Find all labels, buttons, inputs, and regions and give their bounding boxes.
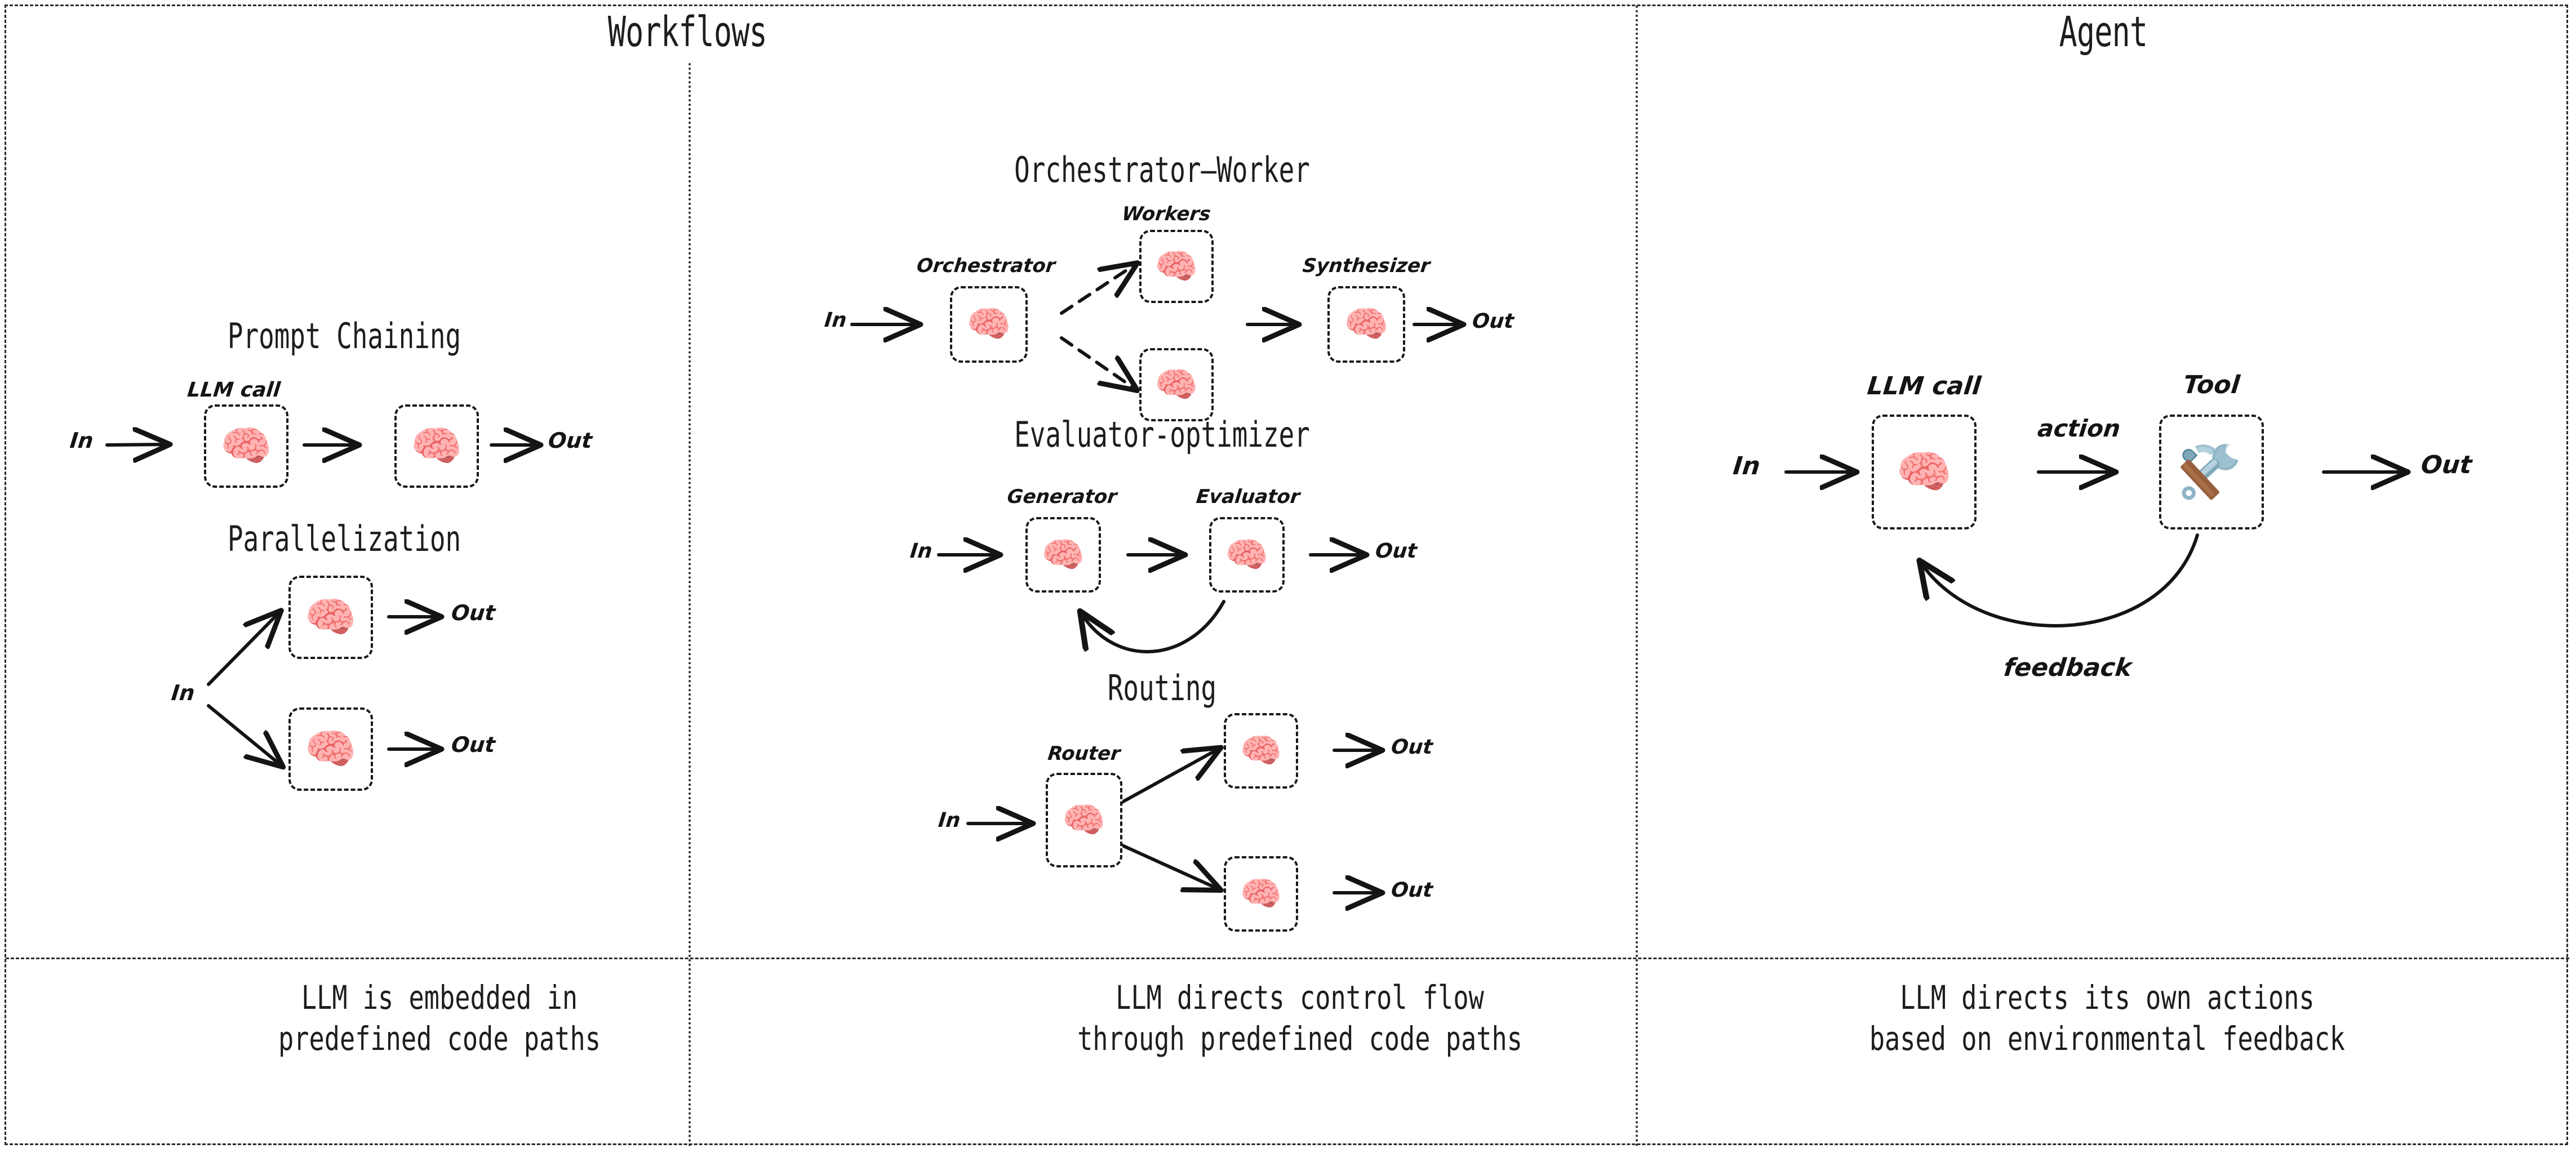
brain-icon: 🧠 <box>410 422 463 470</box>
evaluator-optimizer-out-label: Out <box>1374 540 1418 563</box>
brain-icon: 🧠 <box>1041 534 1085 575</box>
agent-in-label: In <box>1731 452 1762 480</box>
parallelization-out-top-label: Out <box>450 600 497 625</box>
node-generator[interactable]: 🧠 <box>1025 517 1101 593</box>
orchestrator-label: Orchestrator <box>916 255 1056 277</box>
brain-icon: 🧠 <box>966 304 1011 345</box>
agent-out-label: Out <box>2419 451 2473 479</box>
brain-icon: 🧠 <box>304 725 357 773</box>
agent-feedback-label: feedback <box>2002 653 2134 682</box>
hammer-and-wrench-icon <box>2180 444 2239 500</box>
prompt-chaining-out-label: Out <box>547 428 594 453</box>
node-agent-llm-call[interactable]: 🧠 <box>1872 415 1977 529</box>
node-evaluator[interactable]: 🧠 <box>1209 517 1285 593</box>
node-llm-call-1[interactable]: 🧠 <box>204 404 288 488</box>
brain-icon: 🧠 <box>1240 874 1282 914</box>
orchestrator-worker-in-label: In <box>823 309 848 332</box>
brain-icon: 🧠 <box>304 593 357 642</box>
agent-tool-label: Tool <box>2182 371 2241 399</box>
node-worker-top[interactable]: 🧠 <box>1139 230 1214 303</box>
parallelization-in-label: In <box>170 680 196 705</box>
synthesizer-label: Synthesizer <box>1301 255 1432 277</box>
caption-agent: LLM directs its own actions based on env… <box>1869 978 2346 1058</box>
node-route-target-bottom[interactable]: 🧠 <box>1224 856 1298 932</box>
caption-divider <box>6 958 2569 959</box>
column-title-workflows: Workflows <box>607 8 767 56</box>
routing-out-bottom-label: Out <box>1390 879 1434 902</box>
routing-out-top-label: Out <box>1390 736 1434 759</box>
routing-in-label: In <box>937 809 962 832</box>
column-divider-right <box>1636 6 1638 1147</box>
orchestrator-worker-out-label: Out <box>1471 310 1515 333</box>
parallelization-out-bottom-label: Out <box>450 732 497 757</box>
agent-llm-call-label: LLM call <box>1866 372 1983 400</box>
node-worker-bottom[interactable]: 🧠 <box>1139 348 1214 421</box>
section-title-parallelization: Parallelization <box>227 518 461 559</box>
brain-icon: 🧠 <box>1154 364 1198 405</box>
prompt-chaining-llm-call-label: LLM call <box>186 379 282 402</box>
evaluator-optimizer-in-label: In <box>909 540 934 563</box>
node-orchestrator[interactable]: 🧠 <box>950 286 1028 363</box>
section-title-prompt-chaining: Prompt Chaining <box>227 315 461 357</box>
agent-action-label: action <box>2036 415 2122 442</box>
node-llm-call-2[interactable]: 🧠 <box>394 404 479 488</box>
evaluator-label: Evaluator <box>1195 486 1301 508</box>
node-parallel-bottom[interactable]: 🧠 <box>288 707 373 791</box>
brain-icon: 🧠 <box>1240 731 1282 771</box>
section-title-orchestrator-worker: Orchestrator–Worker <box>1014 149 1310 190</box>
brain-icon: 🧠 <box>1154 246 1198 287</box>
router-label: Router <box>1046 742 1122 765</box>
caption-workflows-left: LLM is embedded in predefined code paths <box>278 978 601 1058</box>
brain-icon: 🧠 <box>1344 304 1389 345</box>
brain-icon: 🧠 <box>1062 799 1106 840</box>
caption-workflows-mid: LLM directs control flow through predefi… <box>1077 978 1522 1058</box>
prompt-chaining-in-label: In <box>69 428 95 453</box>
column-divider-left <box>689 63 691 1147</box>
node-route-target-top[interactable]: 🧠 <box>1224 713 1298 789</box>
brain-icon: 🧠 <box>1225 534 1269 575</box>
brain-icon: 🧠 <box>1896 446 1952 498</box>
node-router[interactable]: 🧠 <box>1046 773 1122 867</box>
column-title-agent: Agent <box>2059 8 2148 56</box>
node-agent-tool[interactable] <box>2159 415 2264 529</box>
generator-label: Generator <box>1006 486 1118 508</box>
node-synthesizer[interactable]: 🧠 <box>1327 286 1405 363</box>
node-parallel-top[interactable]: 🧠 <box>288 576 373 659</box>
brain-icon: 🧠 <box>220 422 273 470</box>
section-title-routing: Routing <box>1107 667 1217 709</box>
workers-label: Workers <box>1121 203 1212 225</box>
